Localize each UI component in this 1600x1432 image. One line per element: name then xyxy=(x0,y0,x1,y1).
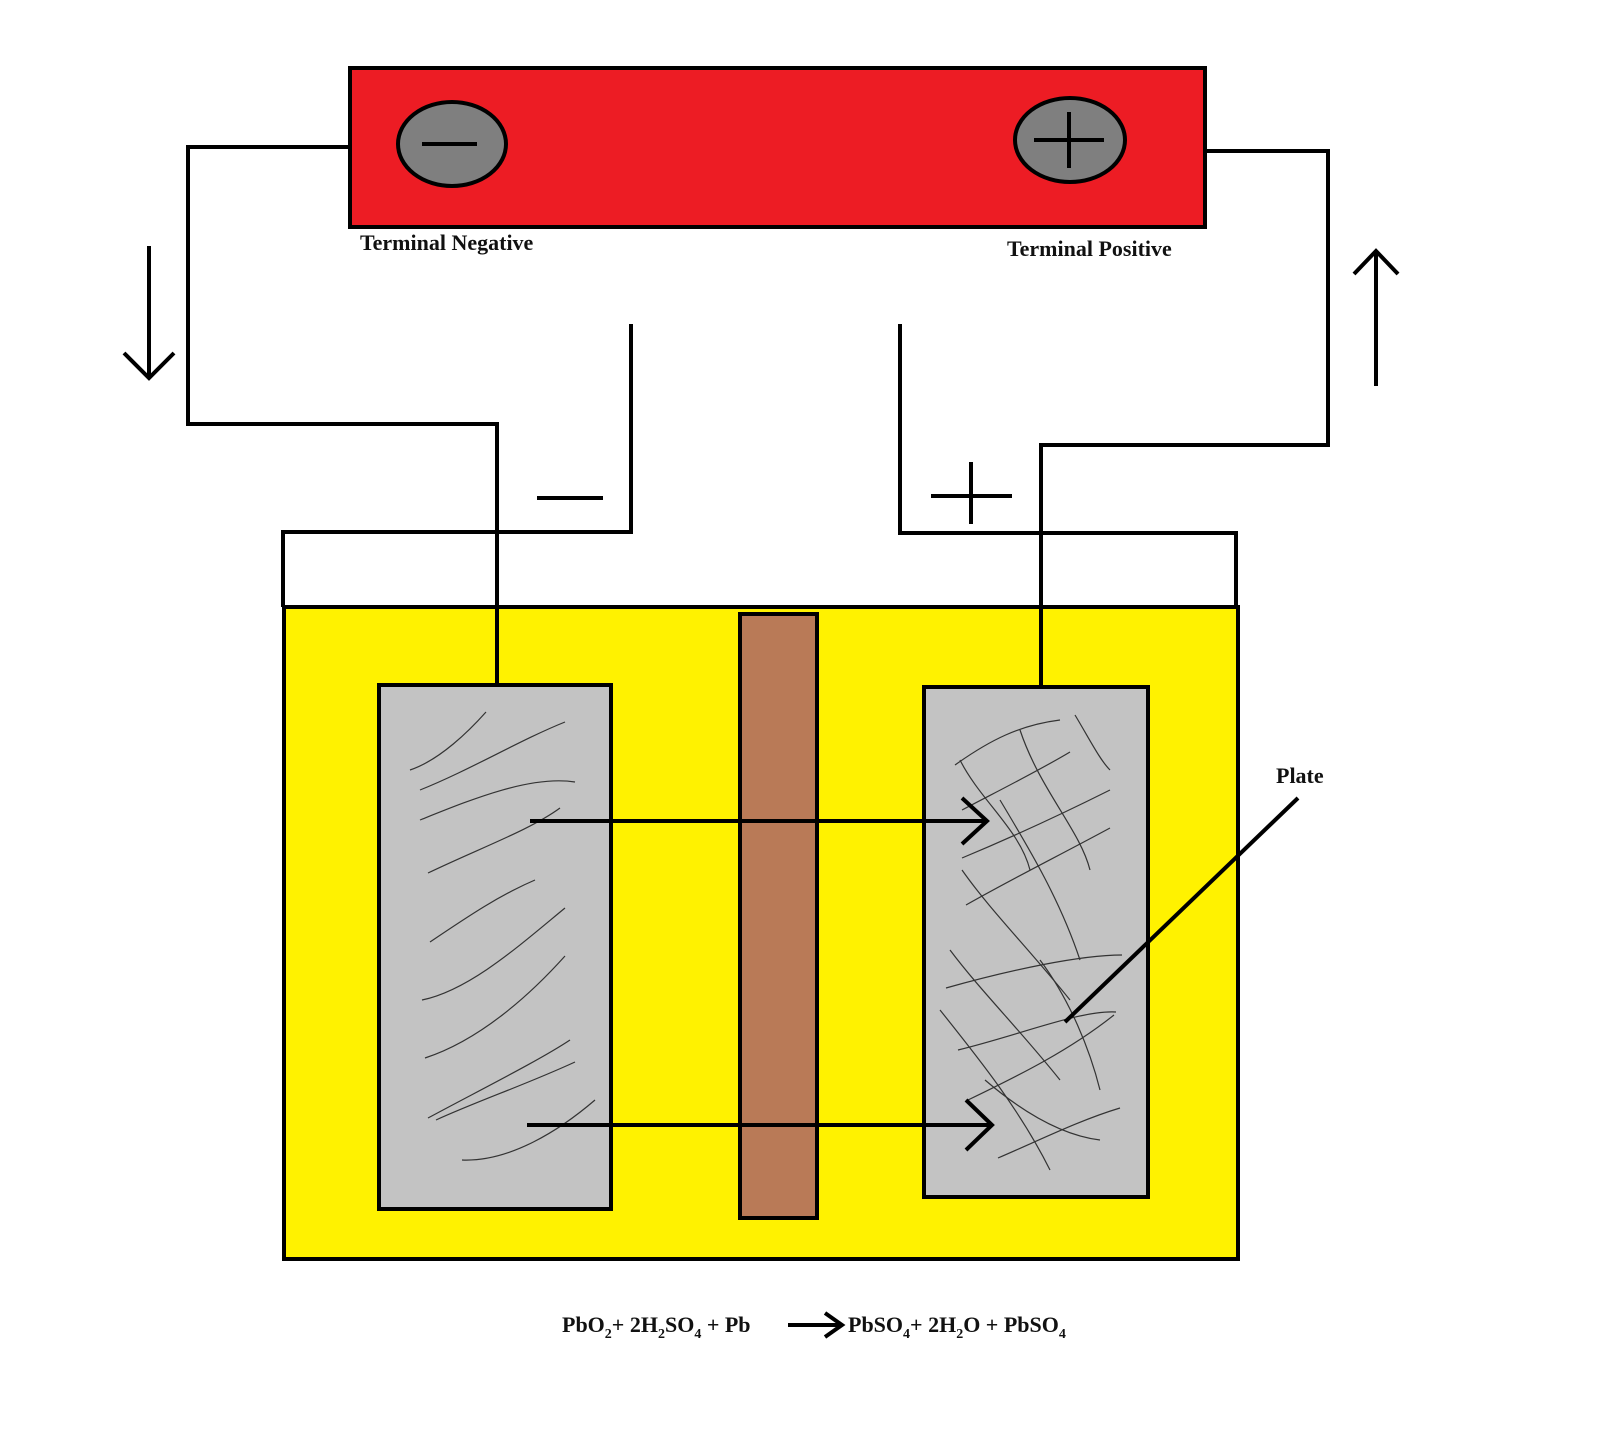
negative-terminal xyxy=(396,100,508,188)
separator xyxy=(738,612,819,1220)
terminal-positive-label: Terminal Positive xyxy=(1007,236,1172,261)
terminal-negative-label: Terminal Negative xyxy=(360,230,534,255)
up-arrow-icon xyxy=(1352,248,1400,386)
negative-wire xyxy=(186,145,499,685)
plate-pointer-line xyxy=(1063,796,1300,1024)
chemical-equation-right: PbSO4+ 2H2O + PbSO4 xyxy=(848,1312,1066,1342)
plate-texture xyxy=(409,711,596,1161)
ion-flow-arrow-bottom xyxy=(527,1098,995,1152)
positive-wire xyxy=(1039,149,1330,687)
reaction-arrow-icon xyxy=(788,1311,846,1339)
positive-terminal xyxy=(1013,96,1127,184)
cell-lid-left xyxy=(281,324,633,607)
plate-texture xyxy=(939,714,1123,1171)
chemical-equation-left: PbO2+ 2H2SO4 + Pb xyxy=(562,1312,751,1342)
down-arrow-icon xyxy=(122,246,176,381)
cell-plus-icon xyxy=(931,462,1012,524)
cell-lid-right xyxy=(898,324,1238,607)
plus-icon xyxy=(1034,112,1104,168)
negative-plate xyxy=(377,683,613,1211)
plate-label: Plate xyxy=(1276,763,1324,788)
positive-plate xyxy=(922,685,1150,1199)
ion-flow-arrow-top xyxy=(530,796,990,846)
